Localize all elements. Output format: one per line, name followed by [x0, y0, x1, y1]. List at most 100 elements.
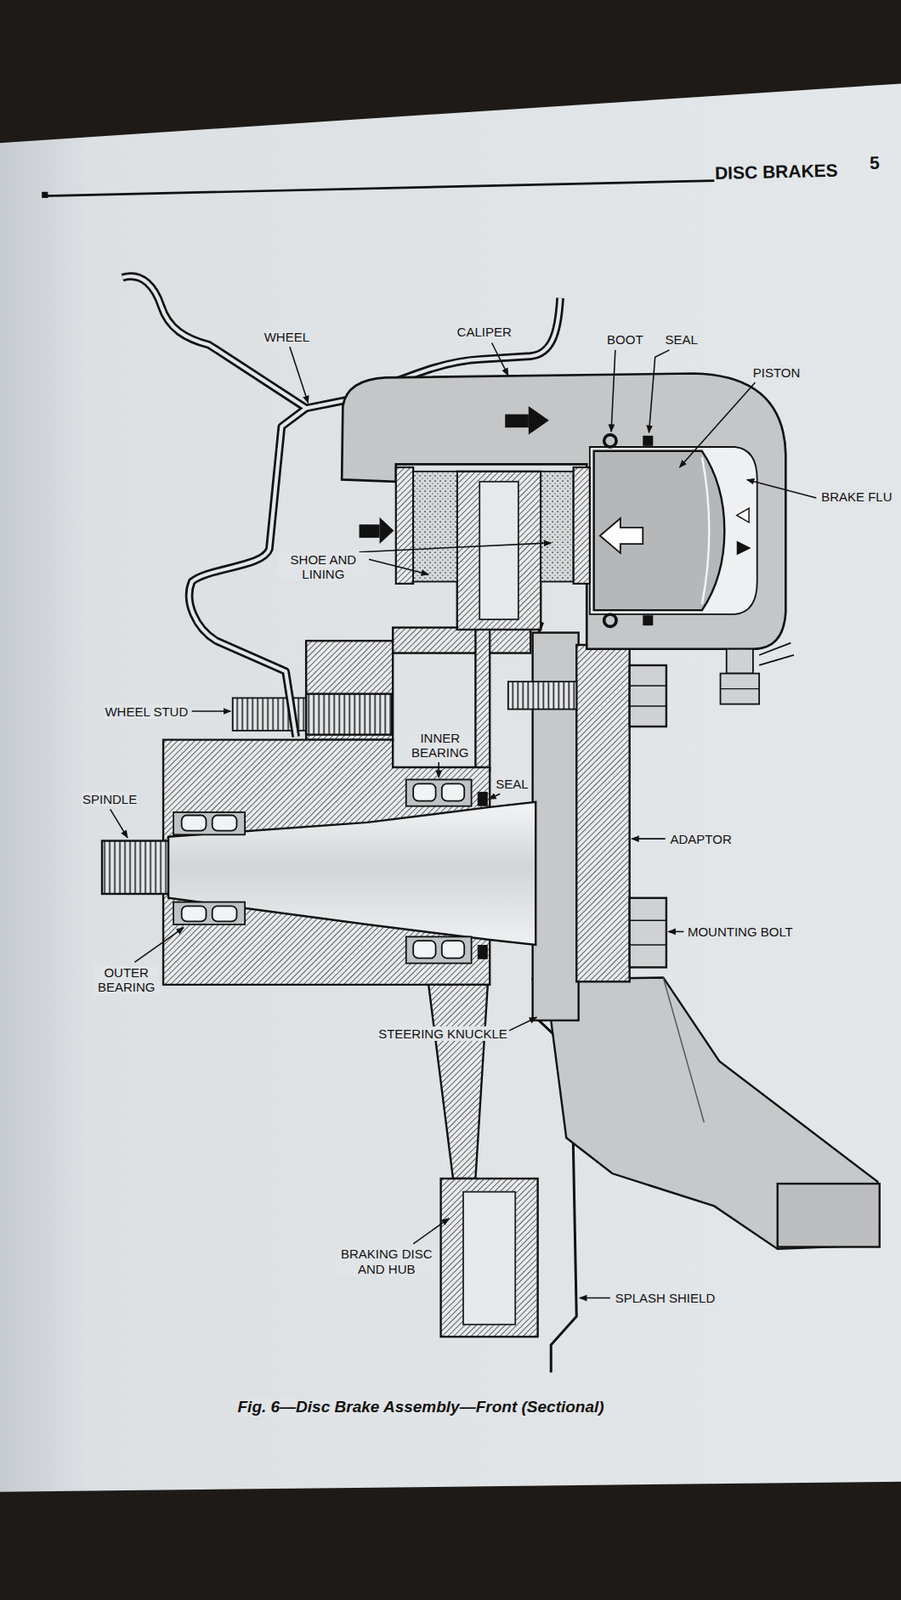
shoe-and-lining: [413, 471, 458, 583]
mounting-bolt: [629, 898, 667, 969]
mounting-bolt: [629, 705, 667, 707]
hub-seal: [477, 792, 488, 960]
brake-line-fitting: [759, 655, 794, 666]
outer-bearing: [173, 902, 245, 925]
inner-bearing: [406, 936, 472, 964]
braking-disc-and-hub: [441, 1178, 539, 1338]
leader-line: [680, 382, 756, 468]
header-rule: [45, 181, 714, 197]
leader-line: [110, 343, 817, 1299]
inner-bearing: [406, 779, 472, 806]
outer-bearing: [212, 816, 238, 832]
piston-cup: [702, 457, 709, 605]
leader-line: [747, 479, 817, 499]
header-rule: [41, 192, 48, 199]
braking-disc-and-hub: [163, 471, 541, 1338]
outer-bearing: [173, 812, 245, 925]
piston: [594, 451, 726, 611]
force-arrow: [736, 540, 752, 556]
mounting-bolt: [508, 681, 577, 709]
book-page: [0, 83, 901, 1492]
braking-disc-and-hub: [479, 481, 519, 620]
braking-disc-and-hub: [306, 640, 393, 740]
mounting-bolt: [629, 919, 667, 921]
piston-boot-and-seal: [604, 435, 617, 448]
part-label: BOOT: [606, 332, 645, 347]
brake-line-fitting: [720, 643, 794, 705]
part-label: BRAKING DISC AND HUB: [334, 1246, 439, 1277]
inner-bearing: [442, 940, 465, 958]
inner-bearing: [406, 779, 472, 964]
adaptor: [576, 645, 629, 982]
force-arrow: [504, 414, 529, 429]
part-label: SEAL: [663, 332, 698, 347]
braking-disc-and-hub: [457, 471, 541, 630]
outer-bearing: [173, 812, 245, 835]
part-label: STEERING KNUCKLE: [377, 1026, 509, 1042]
inner-bearing: [442, 783, 465, 801]
brake-line-fitting: [759, 643, 791, 656]
shoe-and-lining: [396, 467, 590, 584]
leader-line: [413, 1218, 449, 1245]
leader-line: [488, 793, 500, 799]
part-label: CALIPER: [456, 324, 513, 340]
wheel-stud: [306, 694, 392, 736]
brake-line-fitting: [720, 674, 760, 705]
header-rule: [41, 181, 714, 199]
mounting-bolt: [629, 685, 667, 686]
outer-bearing: [181, 906, 207, 922]
leader-line: [289, 346, 309, 403]
part-label: BRAKE FLU: [820, 489, 893, 505]
leader-line: [611, 350, 616, 432]
caliper: [341, 374, 786, 650]
part-label: OUTER BEARING: [93, 965, 159, 996]
mounting-bolt: [629, 665, 667, 727]
caliper: [589, 447, 758, 615]
force-arrow: [359, 406, 752, 556]
part-label: SHOE AND LINING: [277, 552, 370, 583]
leader-line: [509, 1017, 537, 1032]
hub-seal: [477, 792, 488, 807]
leader-line: [110, 809, 128, 839]
running-head: DISC BRAKES: [714, 160, 839, 184]
leader-line: [648, 350, 669, 433]
spindle: [102, 841, 172, 895]
part-label: WHEEL: [263, 329, 311, 345]
steering-knuckle: [532, 633, 880, 1250]
braking-disc-and-hub: [392, 628, 531, 654]
piston-boot-and-seal: [642, 615, 653, 626]
leader-line: [668, 931, 684, 934]
steering-knuckle: [532, 977, 880, 1249]
part-label: INNER BEARING: [407, 731, 474, 761]
part-label: ADAPTOR: [668, 832, 732, 847]
part-label: PISTON: [752, 365, 802, 380]
leader-line: [359, 543, 552, 553]
shoe-and-lining: [573, 467, 590, 584]
braking-disc-and-hub: [475, 628, 490, 771]
braking-disc-and-hub: [428, 985, 488, 1179]
force-arrow: [528, 406, 550, 436]
leader-line: [192, 710, 232, 713]
leader-line: [134, 928, 184, 964]
mounting-bolt: [629, 944, 667, 946]
piston-boot-and-seal: [604, 614, 617, 627]
brake-line-fitting: [720, 688, 760, 690]
outer-bearing: [181, 816, 207, 832]
part-label: WHEEL STUD: [103, 704, 189, 720]
leader-line: [437, 762, 440, 778]
part-label: MOUNTING BOLT: [686, 924, 794, 940]
wheel: [122, 276, 561, 737]
force-arrow: [600, 518, 643, 554]
part-label: SPINDLE: [81, 792, 138, 807]
inner-bearing: [413, 783, 436, 801]
leader-line: [492, 343, 509, 376]
page-number: 5: [867, 153, 880, 174]
wheel-stud: [232, 694, 392, 736]
spindle: [102, 802, 536, 946]
caliper: [341, 374, 786, 650]
part-label: SEAL: [494, 776, 529, 792]
force-arrow: [359, 524, 380, 539]
brake-line-fitting: [726, 649, 754, 675]
figure-caption: Fig. 6—Disc Brake Assembly—Front (Sectio…: [237, 1398, 606, 1417]
